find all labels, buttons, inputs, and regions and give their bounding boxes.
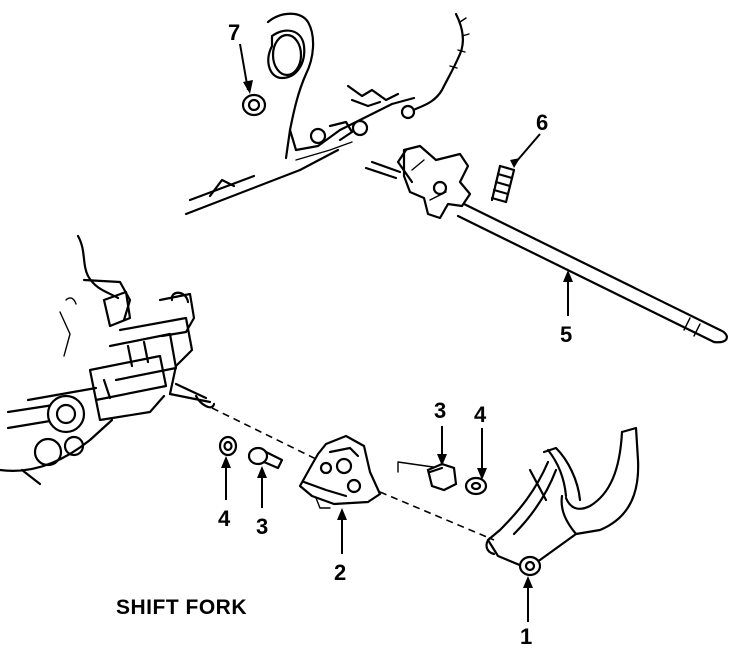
- lower-housing: [0, 234, 216, 486]
- callout-6: 6: [536, 110, 548, 135]
- leader-lines: [221, 43, 573, 622]
- diagram-title: SHIFT FORK: [116, 596, 247, 619]
- leader-6: [515, 133, 541, 163]
- arrowhead-3-right: [437, 454, 447, 466]
- arrowhead-6: [510, 158, 520, 168]
- arrowhead-4-right: [477, 468, 487, 480]
- arrowhead-4-left: [221, 456, 231, 468]
- arrowhead-1: [523, 576, 533, 588]
- washer-part-4-right: [464, 476, 488, 496]
- callout-7: 7: [228, 20, 240, 45]
- upper-housing: [184, 12, 470, 216]
- pin-part-3-left: [247, 446, 284, 470]
- arrowhead-5: [563, 270, 573, 282]
- callout-3-right: 3: [434, 398, 446, 423]
- callout-5: 5: [560, 322, 572, 347]
- shift-rail-part-5: [364, 144, 728, 344]
- callout-4-right: 4: [474, 402, 487, 427]
- bracket-part-2: [298, 434, 382, 509]
- arrowhead-7: [243, 80, 253, 94]
- nut-part-7: [241, 93, 267, 117]
- bolt-part-3-right: [426, 462, 458, 492]
- washer-part-4-left: [218, 435, 238, 457]
- shift-fork-part-1: [485, 426, 640, 577]
- callout-3-left: 3: [256, 514, 268, 539]
- callout-1: 1: [520, 624, 532, 648]
- assembly-centerline: [211, 407, 495, 541]
- arrowhead-3-left: [257, 466, 267, 478]
- arrowhead-2: [337, 508, 347, 520]
- callout-2: 2: [334, 560, 346, 585]
- spring-part-6: [490, 164, 516, 204]
- callout-4-left: 4: [218, 506, 231, 531]
- callout-labels: 7 6 5 3 4 4 3 2 1: [218, 20, 572, 648]
